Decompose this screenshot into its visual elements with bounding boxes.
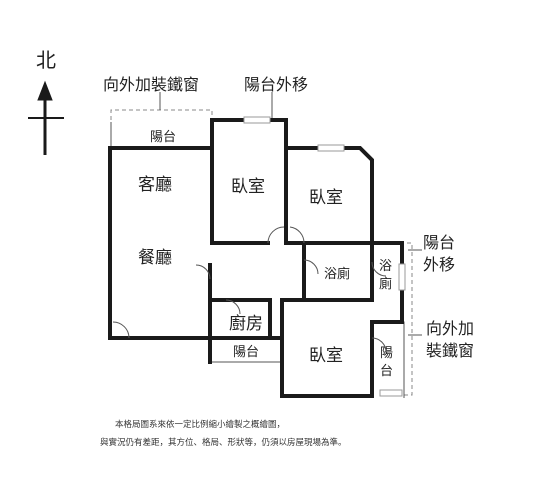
doors (112, 226, 387, 353)
balcony-out-right-annotation: 陽台 外移 (423, 232, 455, 276)
balcony-out-right-line1: 陽台 (423, 233, 456, 252)
room-label-balcony-east: 陽 台 (380, 345, 393, 381)
iron-window-right-annotation: 向外加 裝鐵窗 (426, 318, 474, 362)
disclaimer-line-1: 本格局圖系來依一定比例縮小繪製之概繪圖， (115, 420, 286, 430)
room-label-bathroom-2-line1: 浴 (379, 259, 393, 274)
disclaimer-line-2: 與實況仍有差距，其方位、格局、形狀等，仍須以房屋現場為準。 (100, 438, 347, 448)
iron-window-right-line2: 裝鐵窗 (426, 341, 475, 360)
iron-window-right-line1: 向外加 (426, 319, 475, 338)
balcony-out-right-line2: 外移 (423, 255, 456, 274)
balcony-out-top-annotation: 陽台外移 (244, 75, 309, 94)
room-label-bedroom-3: 臥室 (309, 346, 343, 366)
room-label-balcony-east-line1: 陽 (380, 346, 394, 361)
dashed-extension-lines (110, 109, 413, 396)
north-label: 北 (36, 48, 56, 72)
room-label-bathroom-2-line2: 廁 (379, 277, 393, 292)
room-label-balcony-south: 陽台 (233, 345, 260, 360)
room-label-living: 客廳 (138, 175, 172, 195)
room-label-bathroom-1: 浴廁 (324, 267, 351, 282)
windows (243, 116, 406, 397)
iron-window-top-annotation: 向外加裝鐵窗 (103, 75, 200, 94)
room-label-bedroom-1: 臥室 (231, 177, 265, 197)
room-label-balcony-north: 陽台 (150, 130, 177, 145)
annotation-leaders (159, 92, 422, 336)
room-label-dining: 餐廳 (138, 248, 172, 268)
room-label-kitchen: 廚房 (229, 314, 263, 334)
room-label-bathroom-2: 浴 廁 (379, 258, 392, 294)
room-label-bedroom-2: 臥室 (309, 188, 343, 208)
room-label-balcony-east-line2: 台 (380, 364, 394, 379)
north-arrow (28, 80, 64, 155)
